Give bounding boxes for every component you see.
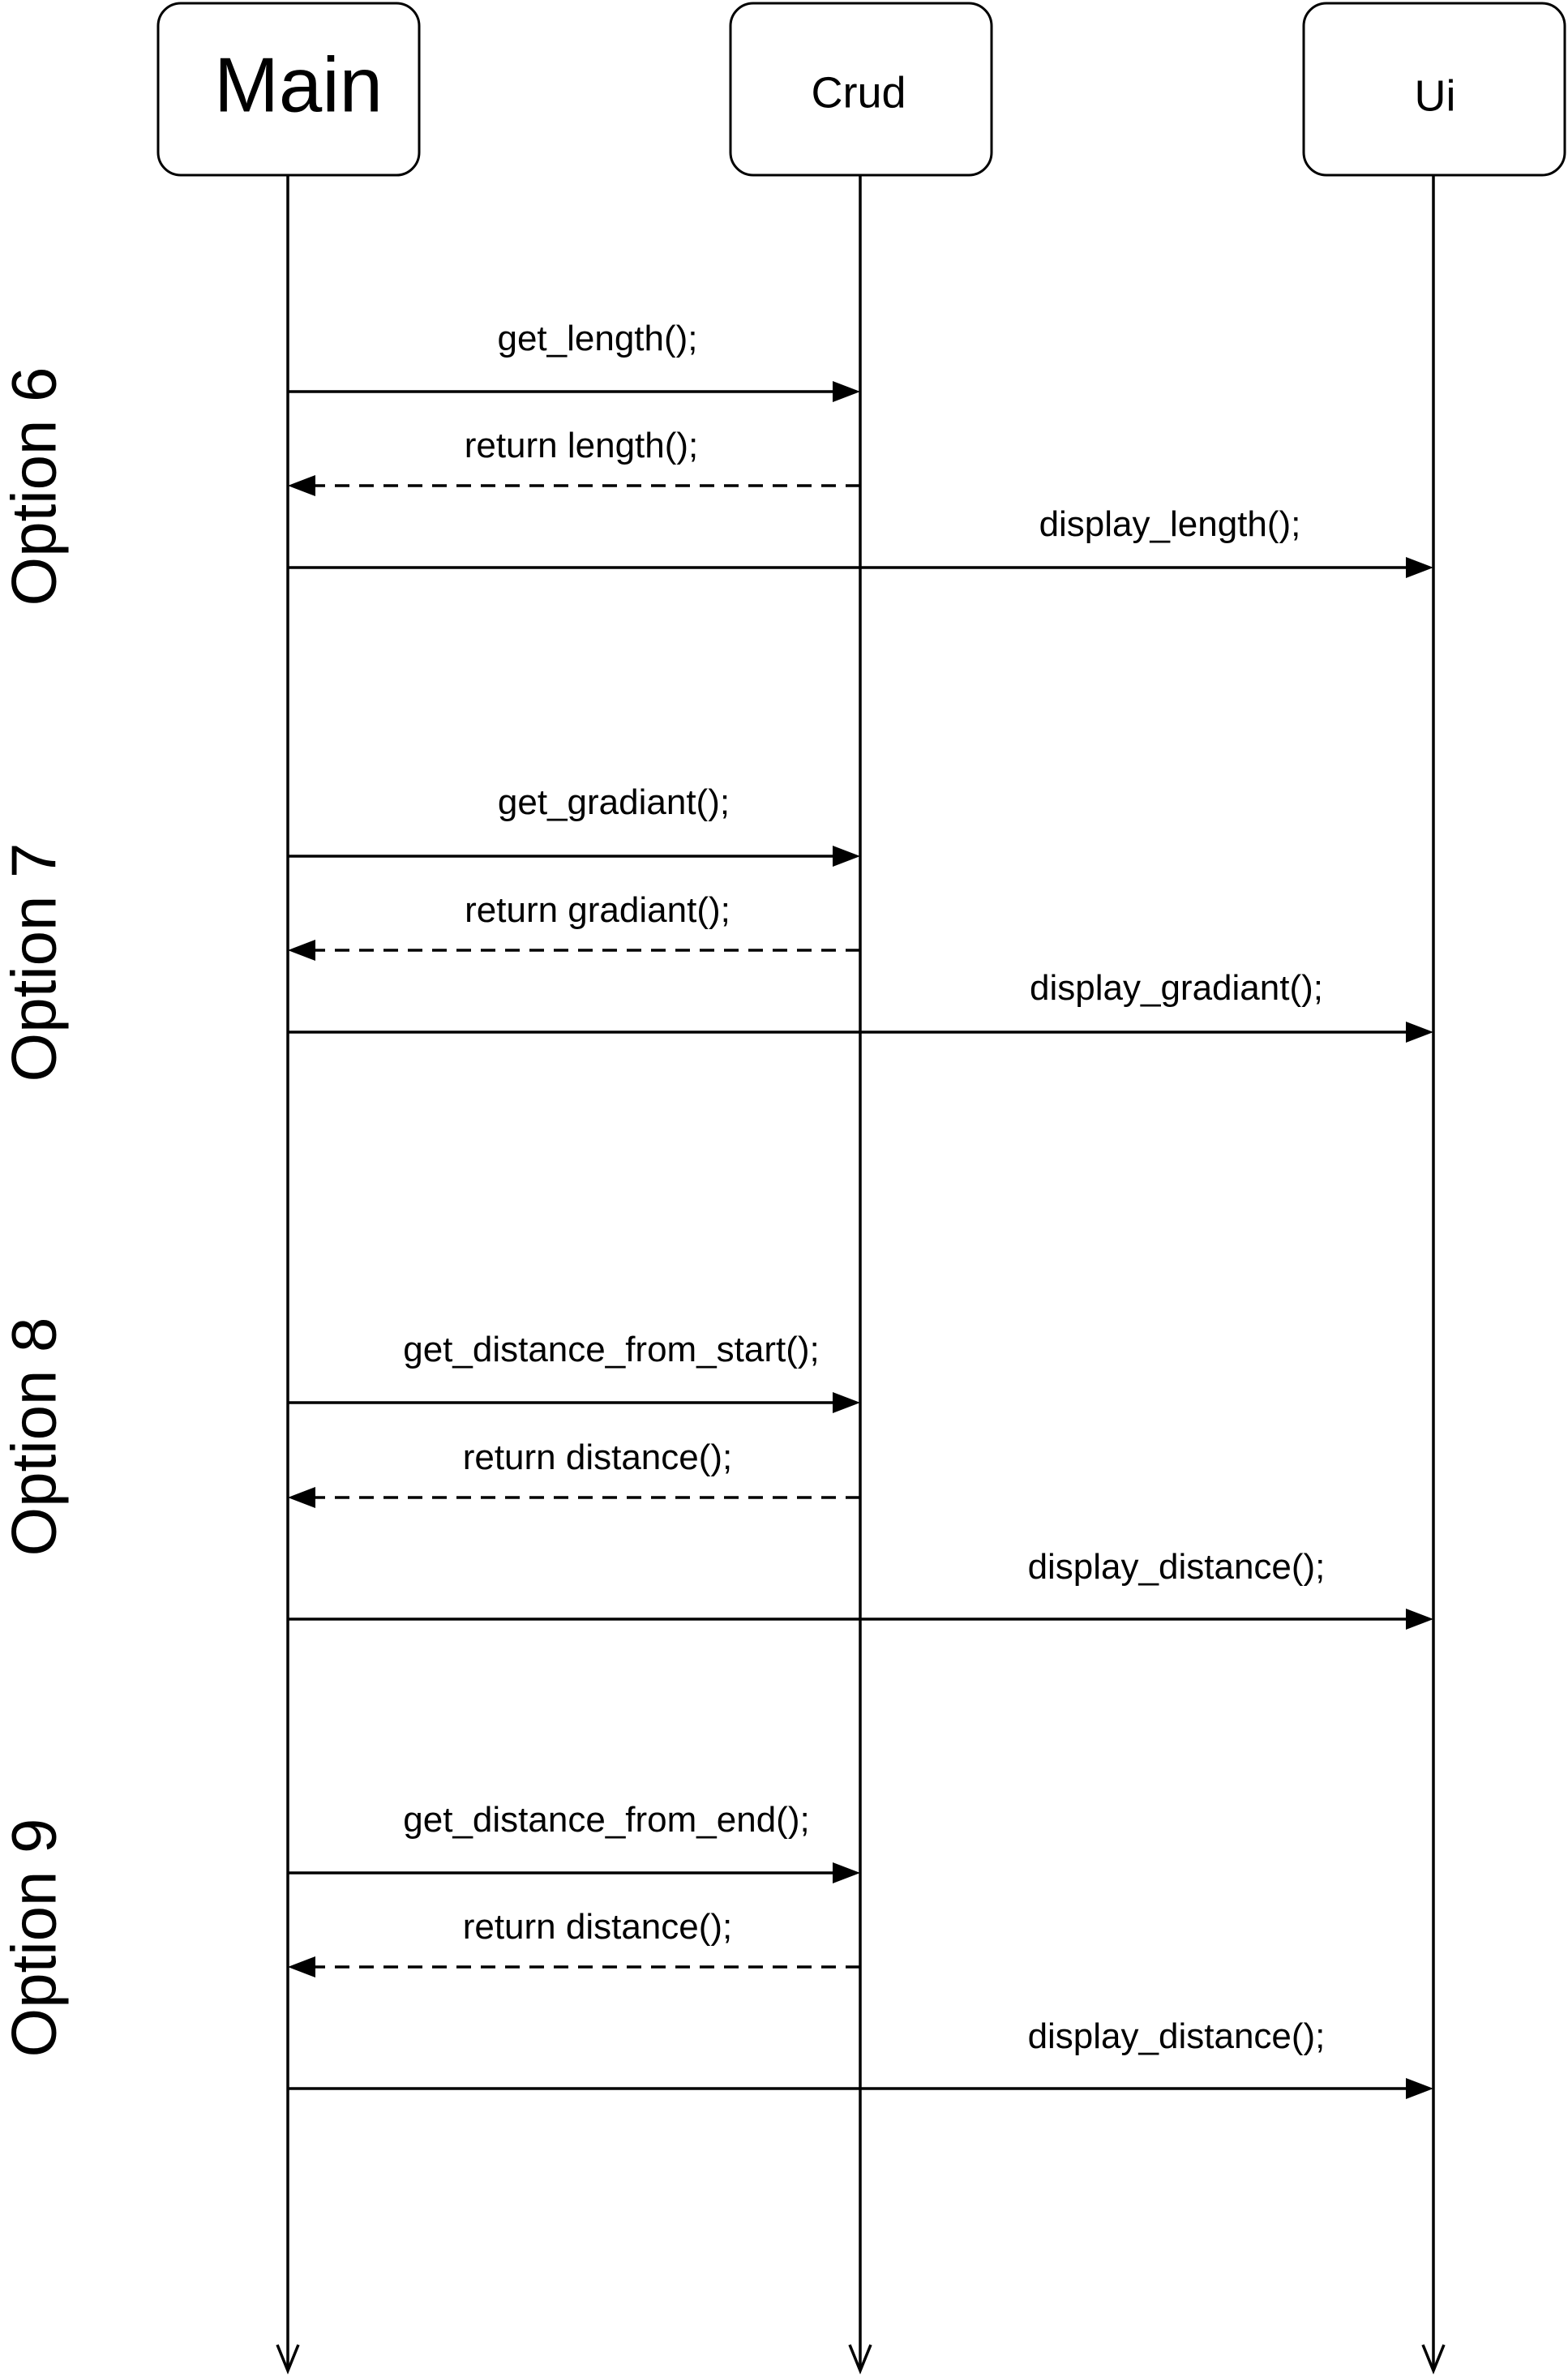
arrowhead-right <box>1406 1609 1433 1630</box>
message-return-distance-8: return distance(); <box>288 1438 860 1508</box>
arrowhead-left <box>288 475 315 496</box>
section-label-option-7: Option 7 <box>0 843 70 1082</box>
message-label: return distance(); <box>463 1907 733 1947</box>
message-return-length: return length(); <box>288 426 860 496</box>
message-get-length: get_length(); <box>288 319 860 402</box>
arrowhead-right <box>833 1862 860 1883</box>
lifeline-end-arrow-main <box>276 2344 300 2375</box>
arrowhead-right <box>833 1392 860 1413</box>
participant-label-ui: Ui <box>1415 71 1456 120</box>
participant-label-crud: Crud <box>811 68 906 117</box>
message-display-length: display_length(); <box>288 504 1433 578</box>
message-label: return length(); <box>465 426 699 465</box>
message-get-distance-from-start: get_distance_from_start(); <box>288 1330 860 1413</box>
section-label-option-8: Option 8 <box>0 1318 70 1557</box>
participant-crud: Crud <box>729 2 993 177</box>
participant-box-crud <box>729 2 993 177</box>
arrowhead-left <box>288 940 315 961</box>
lifeline-end-arrow-ui <box>1421 2344 1446 2375</box>
participant-main: Main <box>156 2 421 177</box>
message-display-distance-8: display_distance(); <box>288 1547 1433 1630</box>
message-return-gradiant: return gradiant(); <box>288 890 860 961</box>
section-label-option-6: Option 6 <box>0 367 70 606</box>
lifeline-end-arrow-crud <box>848 2344 872 2375</box>
section-label-option-9: Option 9 <box>0 1819 70 2058</box>
message-label: get_distance_from_end(); <box>403 1800 809 1840</box>
participant-label-main: Main <box>214 41 383 128</box>
message-label: display_distance(); <box>1028 2016 1326 2056</box>
participant-box-ui <box>1302 2 1566 177</box>
message-return-distance-9: return distance(); <box>288 1907 860 1977</box>
message-get-distance-from-end: get_distance_from_end(); <box>288 1800 860 1883</box>
arrowhead-right <box>1406 1022 1433 1043</box>
message-label: return gradiant(); <box>465 890 730 930</box>
arrowhead-left <box>288 1956 315 1977</box>
participant-ui: Ui <box>1302 2 1566 177</box>
lifelines <box>276 175 1446 2375</box>
message-label: return distance(); <box>463 1438 733 1477</box>
message-label: display_distance(); <box>1028 1547 1326 1587</box>
arrowhead-left <box>288 1487 315 1508</box>
message-label: display_gradiant(); <box>1030 968 1323 1008</box>
arrowhead-right <box>1406 557 1433 578</box>
message-display-distance-9: display_distance(); <box>288 2016 1433 2099</box>
arrowhead-right <box>833 846 860 867</box>
message-display-gradiant: display_gradiant(); <box>288 968 1433 1043</box>
participant-box-main <box>156 2 421 177</box>
arrowhead-right <box>1406 2078 1433 2099</box>
message-get-gradiant: get_gradiant(); <box>288 782 860 867</box>
message-label: get_gradiant(); <box>498 782 730 822</box>
message-label: get_distance_from_start(); <box>403 1330 820 1369</box>
arrowhead-right <box>833 381 860 402</box>
message-label: display_length(); <box>1039 504 1301 544</box>
message-label: get_length(); <box>497 319 697 358</box>
